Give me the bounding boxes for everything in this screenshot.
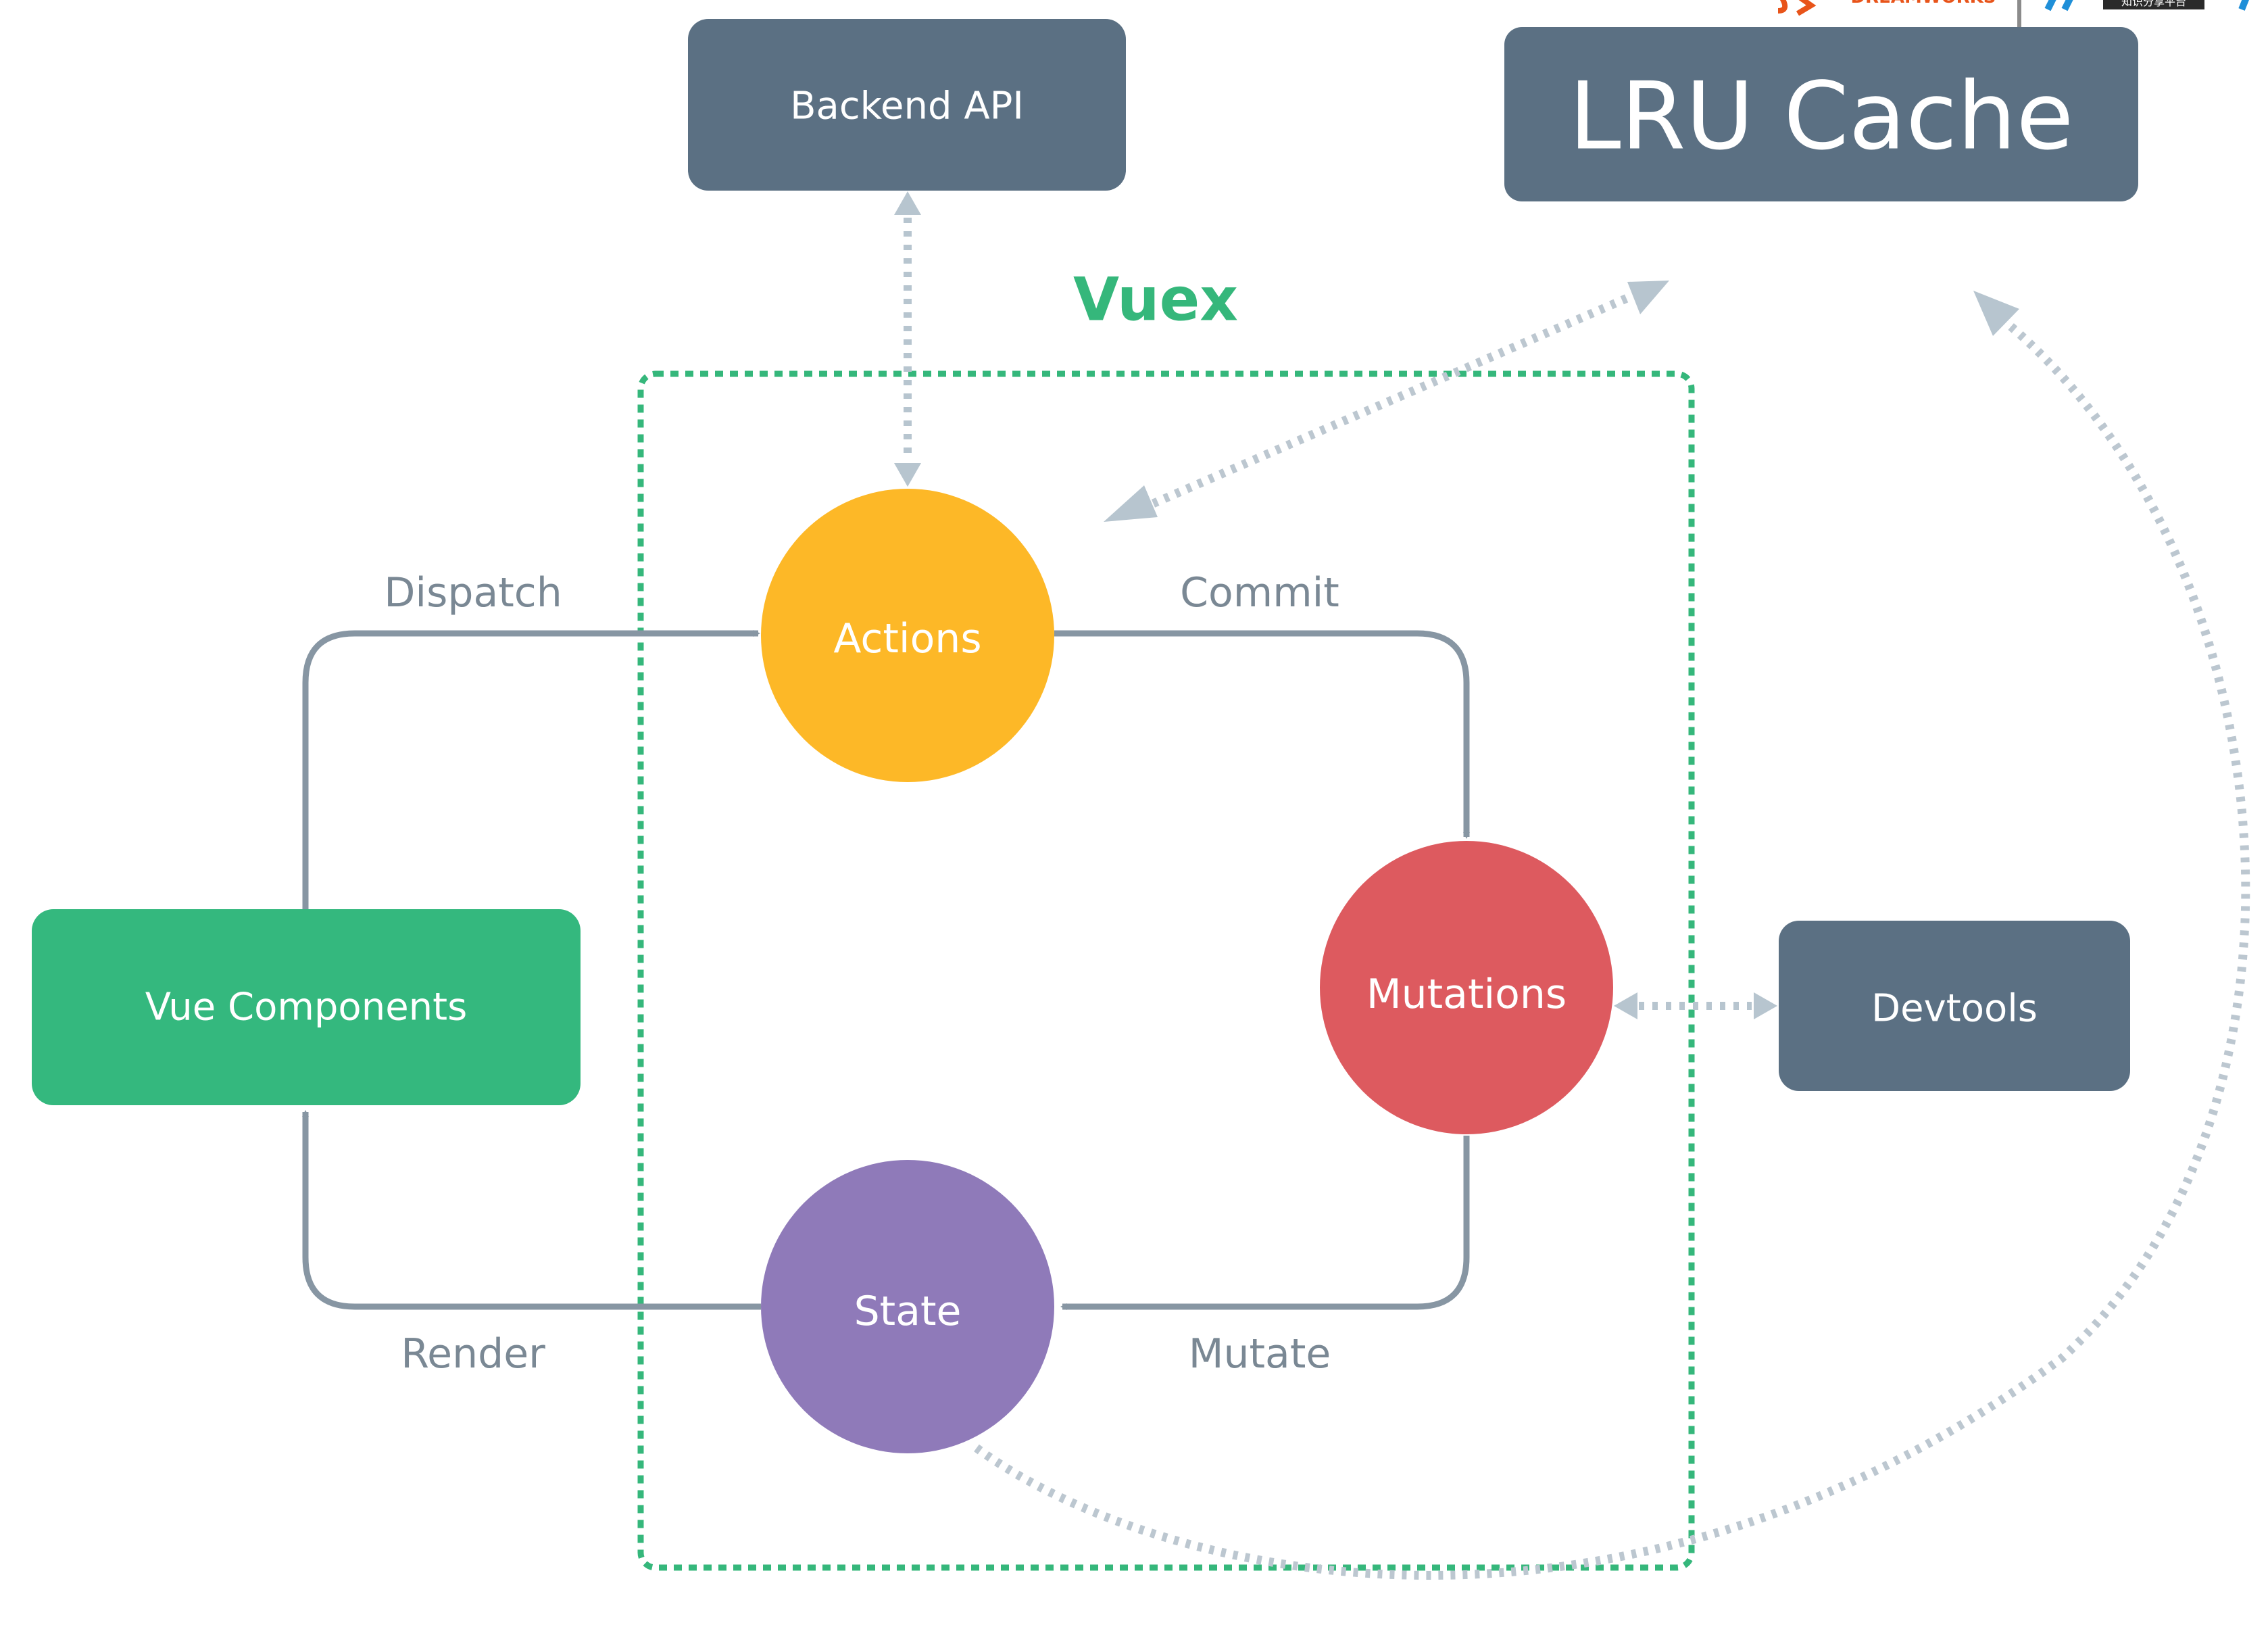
render-edge xyxy=(302,1110,761,1310)
state-label: State xyxy=(854,1288,962,1335)
mutations-arrowhead xyxy=(1614,992,1637,1019)
vuex-boundary xyxy=(637,370,1695,1571)
actions-lru-cache-link xyxy=(1140,293,1631,512)
render-label: Render xyxy=(401,1330,545,1378)
logo-mark-blue xyxy=(2044,0,2249,11)
lru-cache-box: LRU Cache xyxy=(1504,27,2138,201)
lru-cache-loop-arrowhead xyxy=(1973,291,2019,336)
state-to-lru-cache-loop xyxy=(974,314,2250,1580)
state-node: State xyxy=(761,1160,1054,1453)
mutations-label: Mutations xyxy=(1366,971,1567,1018)
lru-actions-arrowhead xyxy=(1627,281,1669,314)
logo-sub: 知识分享平台 xyxy=(2121,0,2186,8)
backend-api-box: Backend API xyxy=(688,19,1126,191)
mutate-edge xyxy=(1060,1136,1470,1310)
lru-cache-label: LRU Cache xyxy=(1569,62,2074,171)
dispatch-label: Dispatch xyxy=(384,569,562,616)
backend-api-label: Backend API xyxy=(790,84,1024,128)
logo-mark xyxy=(1777,0,1817,16)
actions-node: Actions xyxy=(761,489,1054,782)
commit-label: Commit xyxy=(1180,569,1339,616)
logo-text: DREAMWORKS xyxy=(1850,0,1996,7)
vue-components-label: Vue Components xyxy=(145,986,468,1030)
mutate-label: Mutate xyxy=(1189,1330,1331,1378)
actions-lru-arrowhead xyxy=(1104,485,1158,522)
devtools-label: Devtools xyxy=(1871,987,2038,1031)
devtools-arrowhead xyxy=(1754,992,1777,1019)
commit-edge xyxy=(1054,630,1470,839)
actions-label: Actions xyxy=(833,615,981,662)
vue-components-box: Vue Components xyxy=(32,909,581,1105)
dispatch-edge xyxy=(302,630,760,909)
backend-arrowhead xyxy=(894,191,921,215)
mutations-node: Mutations xyxy=(1320,841,1613,1134)
devtools-box: Devtools xyxy=(1779,921,2130,1091)
vuex-title: Vuex xyxy=(1073,265,1238,335)
logo-sub-badge xyxy=(2103,0,2204,9)
actions-arrowhead xyxy=(894,463,921,487)
